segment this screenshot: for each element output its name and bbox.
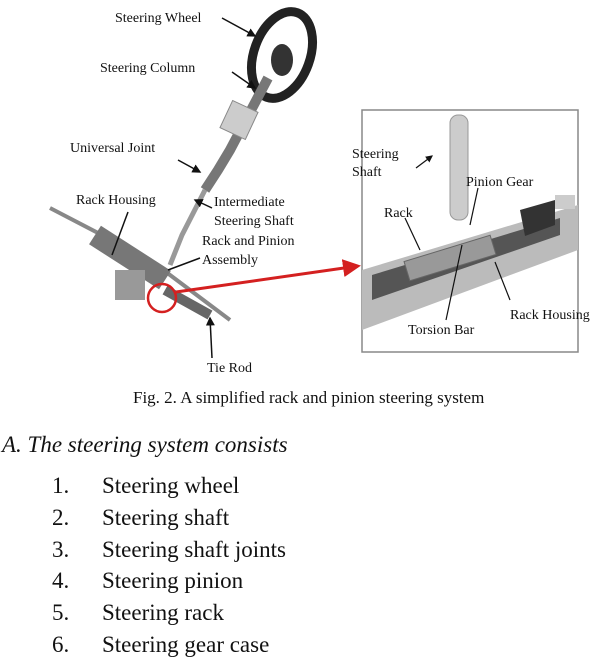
inset-label-steering: Steering bbox=[352, 147, 399, 162]
inset-label-rack-housing: Rack Housing bbox=[510, 308, 590, 323]
inset-label-rack: Rack bbox=[384, 206, 413, 221]
list-item: 4.Steering pinion bbox=[52, 568, 244, 593]
steering-wheel-drawing bbox=[247, 7, 317, 103]
label-rack-pinion: Rack and Pinion bbox=[202, 234, 295, 249]
list-item: 3.Steering shaft joints bbox=[52, 537, 286, 562]
inset-label-torsion-bar: Torsion Bar bbox=[408, 323, 475, 338]
inset-label-shaft: Shaft bbox=[352, 165, 382, 180]
list-item: 6.Steering gear case bbox=[52, 632, 270, 657]
label-tie-rod: Tie Rod bbox=[207, 361, 253, 376]
label-assembly: Assembly bbox=[202, 253, 258, 268]
list-item: 5.Steering rack bbox=[52, 600, 224, 625]
list-item: 2.Steering shaft bbox=[52, 505, 230, 530]
leader-lines bbox=[111, 17, 257, 359]
figure-caption: Fig. 2. A simplified rack and pinion ste… bbox=[133, 388, 485, 407]
zoom-arrow bbox=[175, 259, 361, 294]
list-item: 1.Steering wheel bbox=[52, 473, 240, 498]
label-intermediate: Intermediate bbox=[214, 195, 285, 210]
rack-assembly-drawing bbox=[49, 206, 232, 322]
steering-system-illustration bbox=[49, 7, 579, 359]
highlight-circle bbox=[146, 282, 178, 314]
section-heading: A. The steering system consists bbox=[2, 432, 288, 457]
label-steering-wheel: Steering Wheel bbox=[115, 11, 202, 26]
inset-label-pinion-gear: Pinion Gear bbox=[466, 175, 534, 190]
label-intermediate-shaft: Steering Shaft bbox=[214, 214, 294, 229]
label-rack-housing: Rack Housing bbox=[76, 193, 156, 208]
label-steering-column: Steering Column bbox=[100, 61, 196, 76]
inset-box bbox=[361, 109, 579, 353]
label-universal-joint: Universal Joint bbox=[70, 141, 156, 156]
